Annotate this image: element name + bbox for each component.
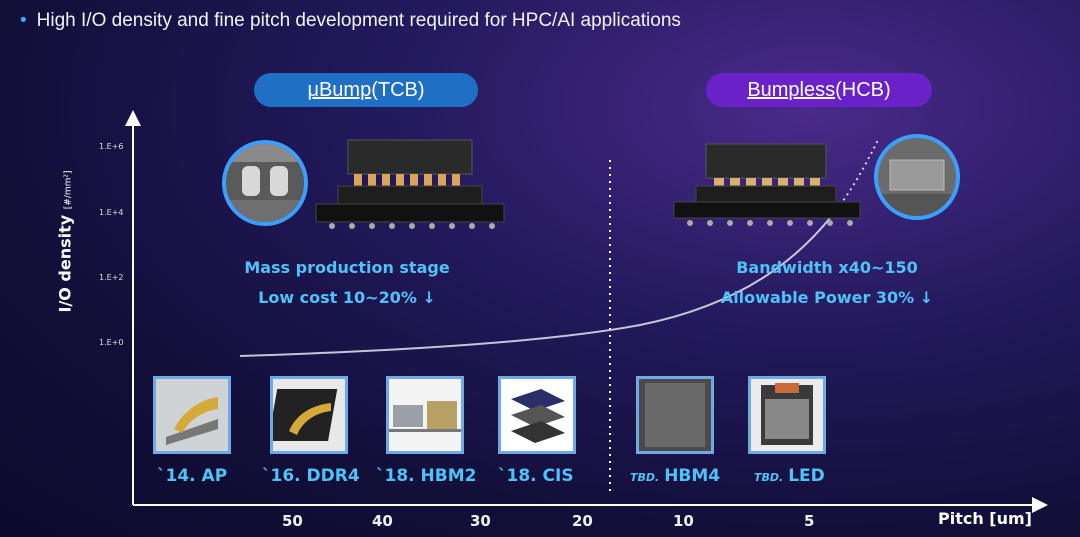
led-icon — [748, 376, 826, 454]
product-name: LED — [788, 466, 825, 486]
product-label-hbm2: `18. HBM2 — [376, 466, 476, 486]
left-note-line1: Mass production stage — [244, 258, 450, 277]
product-label-led: TBD. LED — [754, 466, 825, 486]
cis-stack-icon — [498, 376, 576, 454]
ubump-label: Bump — [318, 78, 372, 101]
mu-symbol: μ — [307, 78, 319, 101]
x-tick: 20 — [572, 512, 593, 530]
product-name: AP — [201, 466, 228, 486]
y-tick: 1.E+6 — [99, 142, 124, 151]
headline-text: High I/O density and fine pitch developm… — [36, 10, 681, 31]
y-tick: 1.E+0 — [99, 338, 124, 347]
hbm4-die-icon — [636, 376, 714, 454]
trend-curve — [239, 204, 841, 357]
hcb-cross-section-icon — [874, 134, 960, 220]
product-name: HBM2 — [420, 466, 477, 486]
x-tick: 30 — [470, 512, 491, 530]
ap-chip-icon — [153, 376, 231, 454]
trend-curve-dotted — [839, 139, 879, 206]
bumpless-hcb-pill: Bumpless(HCB) — [706, 73, 932, 107]
product-year: `14. — [157, 466, 196, 486]
y-axis-title: I/O density [#/mm²] — [56, 170, 75, 312]
x-tick: 10 — [673, 512, 694, 530]
product-name: HBM4 — [664, 466, 721, 486]
x-tick: 5 — [804, 512, 815, 530]
hbm2-module-icon — [386, 376, 464, 454]
product-name: DDR4 — [306, 466, 360, 486]
product-year: `16. — [262, 466, 301, 486]
product-year: TBD. — [754, 471, 784, 484]
x-axis-title: Pitch [um] — [938, 509, 1032, 528]
bullet-icon: • — [20, 10, 27, 31]
headline: • High I/O density and fine pitch develop… — [20, 10, 681, 32]
y-axis-title-text: I/O density — [55, 214, 75, 313]
product-year: TBD. — [630, 471, 660, 484]
y-tick: 1.E+4 — [99, 208, 124, 217]
x-tick: 40 — [372, 512, 393, 530]
bumpless-label: Bumpless — [747, 78, 836, 101]
x-tick: 50 — [282, 512, 303, 530]
y-axis-unit: [#/mm²] — [63, 170, 74, 210]
product-label-ap: `14. AP — [157, 466, 227, 486]
hcb-label: (HCB) — [835, 78, 891, 101]
product-year: `18. — [376, 466, 415, 486]
product-label-hbm4: TBD. HBM4 — [630, 466, 720, 486]
product-name: CIS — [542, 466, 574, 486]
right-note-line1: Bandwidth x40~150 — [736, 258, 918, 277]
product-label-cis: `18. CIS — [498, 466, 574, 486]
ubump-cross-section-icon — [222, 140, 308, 226]
hcb-package-icon — [673, 143, 861, 226]
tcb-label: (TCB) — [371, 78, 425, 101]
ddr4-chip-icon — [270, 376, 348, 454]
product-year: `18. — [498, 466, 537, 486]
ubump-package-icon — [315, 139, 505, 229]
left-note-line2: Low cost 10~20% ↓ — [258, 288, 436, 307]
y-tick: 1.E+2 — [99, 273, 124, 282]
product-label-ddr4: `16. DDR4 — [262, 466, 360, 486]
right-note-line2: Allowable Power 30% ↓ — [720, 288, 934, 307]
